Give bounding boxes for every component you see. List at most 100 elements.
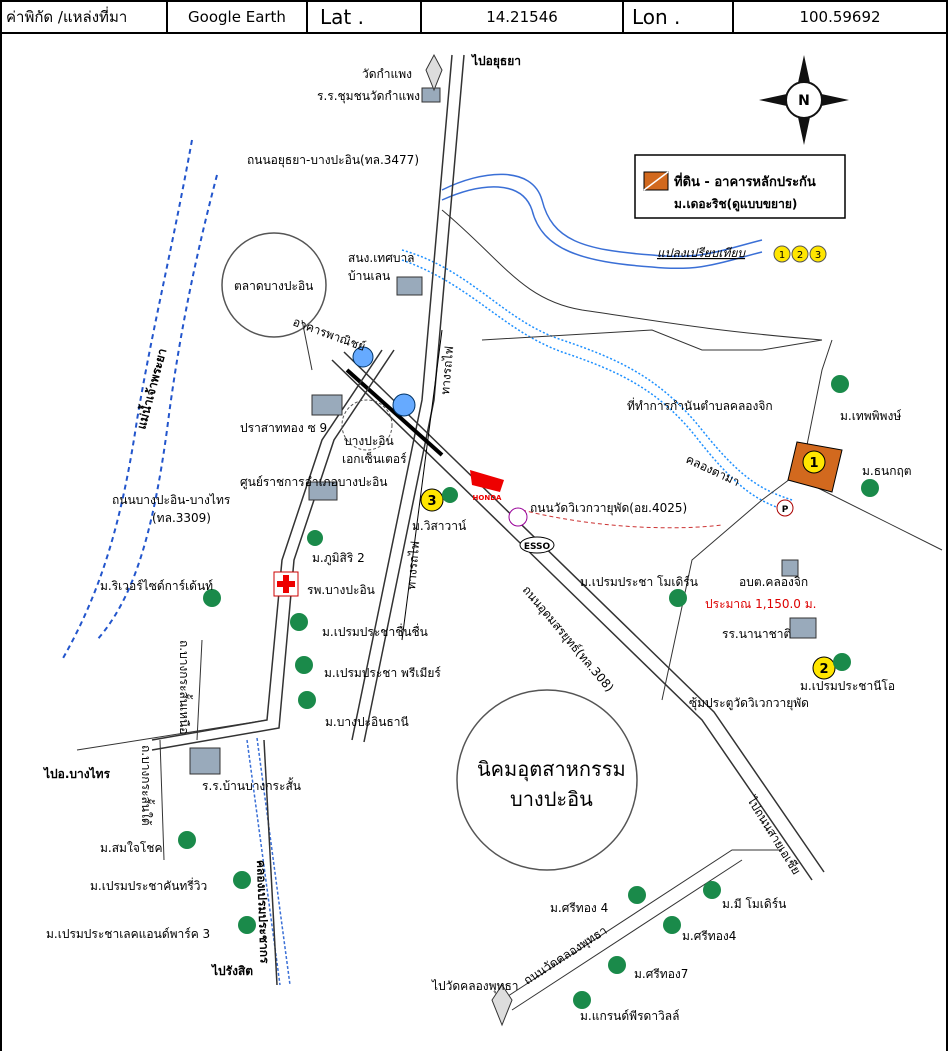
srithong4b-label: ม.ศรีทอง4 [682,929,736,943]
compass-letter: N [798,93,810,109]
prempracha-kanthariwiw-label: ม.เปรมประชาคันทรี่วิว [90,877,207,893]
river-label: แม่น้ำเจ้าพระยา [131,346,169,431]
prempracha-premier-label: ม.เปรมประชา พรีเมียร์ [324,666,441,680]
mimodern-label: ม.มี โมเดิร์น [722,897,786,911]
srithong4a-label: ม.ศรีทอง 4 [550,901,608,915]
bangpain-thani-label: ม.บางปะอินธานี [325,715,409,729]
road-3477-label: ถนนอยุธยา-บางปะอิน(ทล.3477) [247,153,419,168]
road-3309-2-label: (ทล.3309) [152,511,211,525]
canal-tama [401,249,793,501]
canal-north-2 [441,186,763,270]
road-bangkrasan-2-label: ถ.บางกระสั้นใต้ [139,745,155,826]
railway-black-segment [345,368,444,457]
legend-title: ที่ดิน - อาคารหลักประกัน [674,172,816,190]
ban-bangkrasan-school-label: ร.ร.บ้านบางกระสั้น [202,777,301,793]
location-map: N ที่ดิน - อาคารหลักประกัน ม.เดอะริช(ดูแ… [0,34,948,1051]
thanakrit-label: ม.ธนกฤต [862,464,912,478]
esso-label: ESSO [524,542,551,552]
road-east-2 [481,329,823,351]
road-klongjik-2 [801,479,943,551]
to-rangsit-label: ไปรังสิต [210,963,253,978]
svg-text:P: P [782,505,789,515]
road-khlongphuttha [501,849,782,1001]
road-4025-label: ถนนวัดวิเวกวายุพัด(อย.4025) [530,501,687,516]
road-3477-left [351,54,453,741]
bangpain-center-2-label: เอกเซ็นเตอร์ [342,451,407,466]
phumisiri-label: ม.ภูมิสิริ 2 [312,551,365,566]
canal-premprachakorn-2 [256,737,291,986]
to-wat-khlongphuttha-label: ไปวัดคลองพุทธา [431,979,519,994]
legend-subtitle: ม.เดอะริช(ดูแบบขยาย) [674,197,797,212]
parking-icon [776,499,794,517]
srithong7-label: ม.ศรีทอง7 [634,967,688,981]
railway [401,329,443,641]
grand-prida-label: ม.แกรนด์พีรดาวิลล์ [580,1009,680,1023]
road-4025 [521,509,723,529]
0-label: 1 [779,250,785,261]
road-bangkrasan [76,719,268,751]
road-3309-1-label: ถนนบางปะอิน-บางไทร [112,493,231,507]
road-3477-right [363,54,465,743]
canal-north [441,173,763,258]
esso-icon [519,536,555,554]
river-right-bank [96,174,218,641]
source-label: ค่าพิกัด /แหล่งที่มา [2,2,168,32]
wat-gate-label: ซุ้มประตูวัดวิเวกวายุพัด [689,696,809,711]
temple-icon-north [425,53,443,92]
subject-parcel-marker: 1 [787,441,843,493]
wat-icon [508,507,528,527]
map-canvas: N ที่ดิน - อาคารหลักประกัน ม.เดอะริช(ดูแ… [42,53,943,1027]
tambon-office-label: อบต.คลองจิก [739,575,808,589]
village-icons [178,375,879,1009]
prempracha-modern-label: ม.เปรมประชา โมเดิร์น [580,575,698,589]
road-308-label: ถนนอุดมสรยุทธ์(ทล.308) [519,583,617,695]
legend-compare-label: แปลงเปรียบเทียบ [657,246,746,260]
canal-tama-2 [401,259,791,513]
industrial-estate-circle [456,689,638,871]
distance-label: ประมาณ 1,150.0 ม. [705,597,816,611]
north-compass: N [759,55,849,145]
honda-label: HONDA [473,494,502,502]
to-ayutthaya-label: ไปอยุธยา [470,53,521,69]
bangpain-center-1-label: บางปะอิน [344,434,394,448]
lat-label: Lat . [308,2,422,32]
center-circle [341,399,393,451]
road-east-1 [441,209,823,341]
school-kamphaeng-label: ร.ร.ชุมชนวัดกำแพง [317,89,420,104]
road-308-a [331,359,813,881]
road-klongjik [661,339,833,701]
marker-3-label: 3 [427,494,436,509]
industrial-1-label: นิคมอุตสาหกรรม [477,757,626,782]
riverside-label: ม.ริเวอร์ไซด์การ์เด้นท์ [100,579,213,593]
soi-2-label: ปราสาททอง ซ 9 [240,421,327,435]
soi-1-label: อาคารพาณิชย์ [291,315,367,354]
market-label: ตลาดบางปะอิน [234,279,313,293]
legend-compare-markers: 1 2 3 [773,245,827,263]
coordinate-header: ค่าพิกัด /แหล่งที่มา Google Earth Lat . … [0,0,948,34]
temple-icon-south [491,984,513,1027]
hospital-icon [273,571,299,597]
hospital-label: รพ.บางปะอิน [307,583,375,597]
lon-value: 100.59692 [799,8,881,26]
road-khlongphuttha-label: ถนนวัดคลองพุทธา [521,923,610,988]
road-khlongphuttha-2 [511,859,743,1011]
road-premprachakorn [263,739,278,986]
market-circle [221,232,327,338]
office-icon-1 [352,346,374,368]
industrial-2-label: บางปะอิน [510,787,593,811]
railway-2-label: ทางรถไฟ [404,540,422,590]
prempracha-chin-label: ม.เปรมประชาชื่นชื่น [322,623,428,639]
1-label: 2 [797,250,803,261]
wisawan-label: ม.วิสาวาน์ [412,519,466,533]
prempracha-neo-label: ม.เปรมประชานีโอ [800,679,895,693]
office-icon-2 [392,393,416,417]
compare-marker-3: 3 [420,488,444,512]
road-bangkrasan-n [196,639,203,741]
road-bangkrasan-s [159,739,165,861]
marker-1-label: 1 [809,456,818,471]
canal-premprachakorn-label: คลองเปรมประชากร [254,860,272,965]
road-3309-b [151,349,395,751]
compare-marker-2: 2 [812,656,836,680]
2-label: 3 [815,250,821,261]
legend-box [634,154,846,219]
